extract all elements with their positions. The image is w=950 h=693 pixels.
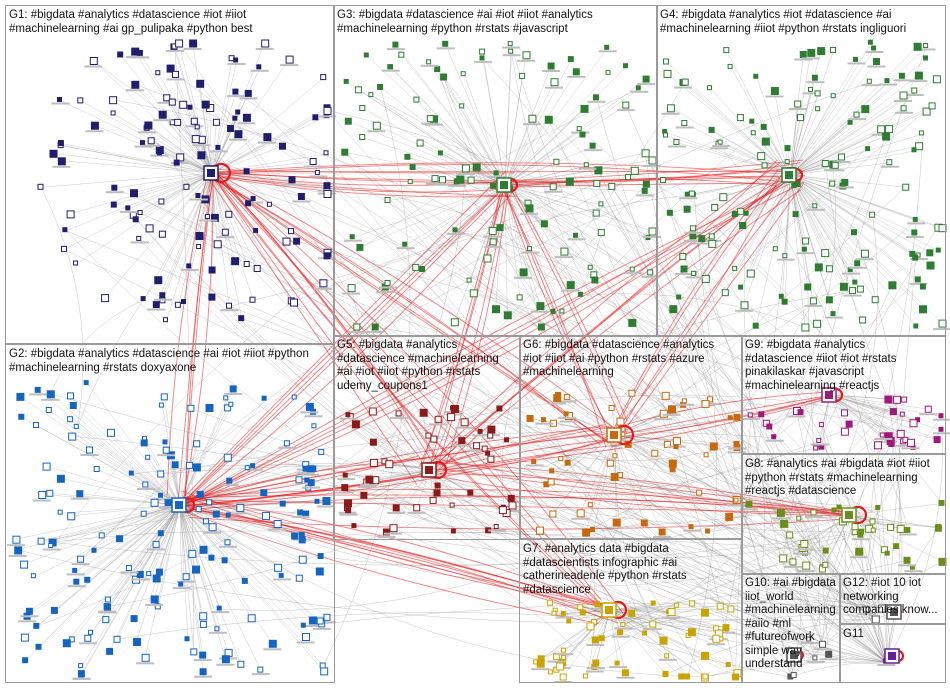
group-box-g7 — [519, 538, 743, 683]
group-box-g1 — [5, 5, 335, 345]
group-box-g10 — [741, 573, 841, 683]
group-box-g5 — [333, 335, 521, 540]
group-box-g2 — [5, 343, 335, 683]
group-box-g6 — [519, 335, 743, 540]
group-box-g9 — [741, 335, 946, 455]
group-box-g4 — [656, 5, 946, 337]
group-box-g12 — [839, 573, 946, 625]
group-box-g3 — [333, 5, 658, 337]
group-box-g11 — [839, 623, 946, 683]
group-box-g8 — [741, 453, 946, 575]
